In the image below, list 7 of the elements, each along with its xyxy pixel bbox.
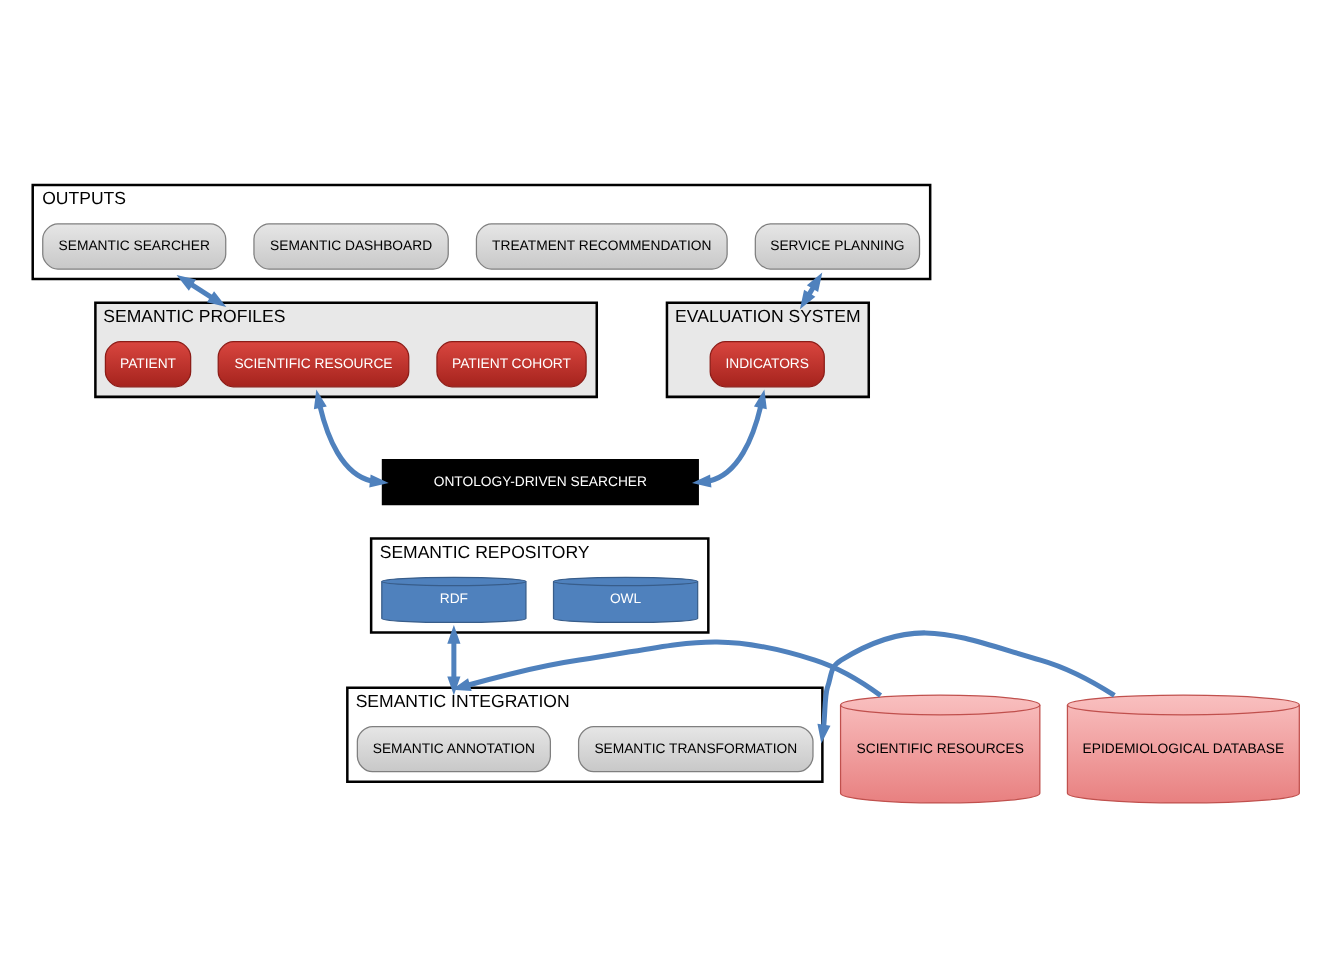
arrow xyxy=(799,272,823,310)
arrow xyxy=(451,639,883,698)
arrow xyxy=(313,389,389,488)
arrow xyxy=(692,389,767,488)
arrow xyxy=(817,630,1116,744)
arrow xyxy=(447,624,461,696)
arrow xyxy=(176,274,227,307)
